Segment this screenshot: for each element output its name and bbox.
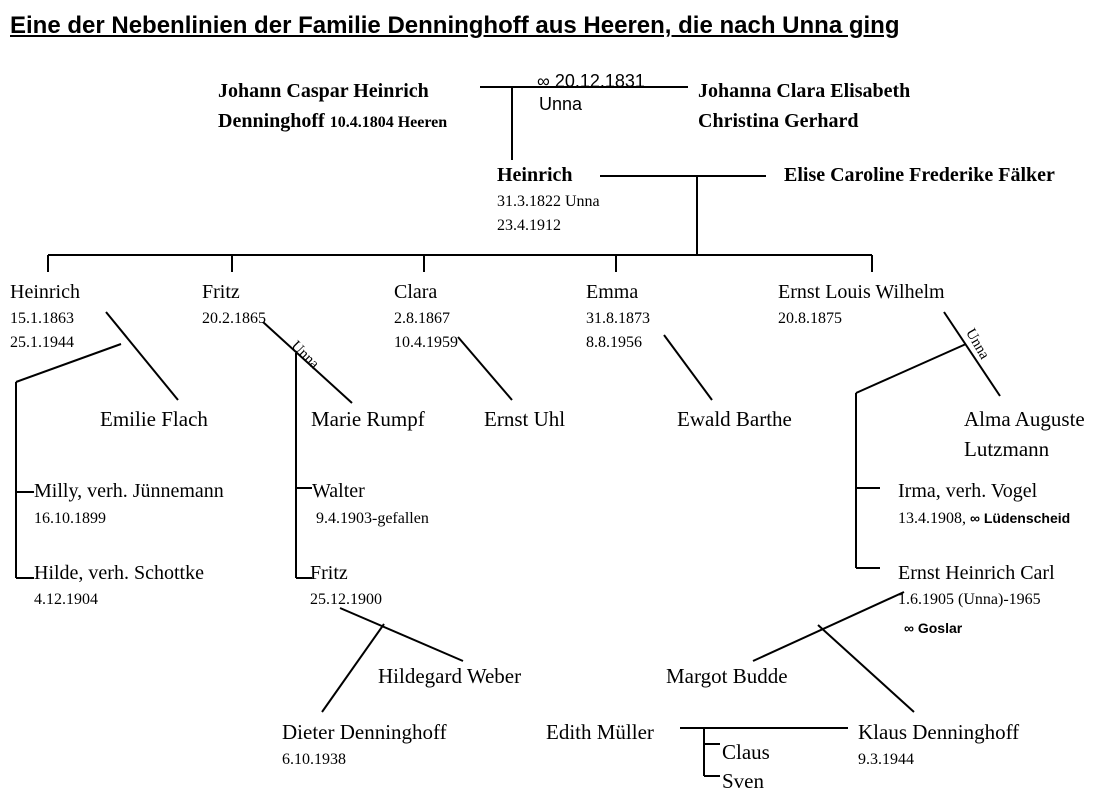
grandchild-name: Ernst Heinrich Carl [898, 562, 1055, 584]
child-date: 15.1.1863 [10, 310, 74, 327]
grandchild-date: 13.4.1908, ∞ Lüdenscheid [898, 510, 1071, 527]
great-grandchild-date: 9.3.1944 [858, 751, 914, 768]
emma-marriage-line [663, 334, 713, 401]
gen1-husband-birth: 10.4.1804 Heeren [329, 114, 448, 131]
child-date: 31.8.1873 [586, 310, 650, 327]
grandchild-date: 25.12.1900 [310, 591, 382, 608]
gen1-marriage-date: ∞ 20.12.1831 [537, 71, 645, 91]
gen1-wife-name-line1: Johanna Clara Elisabeth [698, 80, 911, 102]
gen1-husband-name-line2: Denninghoff 10.4.1804 Heeren [218, 110, 448, 132]
grandchild-name: Fritz [310, 562, 348, 584]
child-date: 10.4.1959 [394, 334, 458, 351]
grandchild-name: Milly, verh. Jünnemann [34, 480, 224, 502]
heinrich-marriage-line [105, 311, 179, 401]
child-name: Emma [586, 281, 639, 303]
grandchild-date: 4.12.1904 [34, 591, 98, 608]
great-great-grandchild: Claus [722, 740, 770, 764]
child-spouse: Ernst Uhl [484, 407, 566, 431]
great-grandchild-date: 6.10.1938 [282, 751, 346, 768]
child-spouse: Ewald Barthe [677, 407, 792, 431]
gen2-death: 23.4.1912 [497, 217, 561, 234]
grandchild-spouse: Margot Budde [666, 664, 788, 688]
great-grandchild-spouse: Edith Müller [546, 720, 654, 744]
grandchild-name: Irma, verh. Vogel [898, 480, 1038, 502]
grandchild-marriage: ∞ Goslar [904, 620, 963, 636]
child-name: Fritz [202, 281, 240, 303]
child-name: Heinrich [10, 281, 80, 303]
gen1-husband-name-line1: Johann Caspar Heinrich [218, 80, 429, 102]
child-date: 20.8.1875 [778, 310, 842, 327]
child-date: 20.2.1865 [202, 310, 266, 327]
child-spouse-line1: Alma Auguste [964, 407, 1085, 431]
child-date: 2.8.1867 [394, 310, 450, 327]
child-spouse: Marie Rumpf [311, 407, 425, 431]
child-spouse-line2: Lutzmann [964, 437, 1050, 461]
grandchild-spouse: Hildegard Weber [378, 664, 522, 688]
page-title: Eine der Nebenlinien der Familie Denning… [10, 12, 900, 39]
child-date: 8.8.1956 [586, 334, 642, 351]
grandchild-date: 9.4.1903-gefallen [316, 510, 429, 527]
clara-marriage-line [457, 336, 513, 401]
gen2-name: Heinrich [497, 164, 573, 186]
gen2-spouse: Elise Caroline Frederike Fälker [784, 164, 1055, 186]
great-great-grandchild: Sven [722, 769, 764, 793]
great-grandchild-name: Dieter Denninghoff [282, 720, 447, 744]
child-date: 25.1.1944 [10, 334, 74, 351]
fritz-marriage-line [262, 321, 353, 404]
child-name: Ernst Louis Wilhelm [778, 281, 945, 303]
ernst-marriage-line [943, 311, 1001, 397]
gen2-birth: 31.3.1822 Unna [497, 193, 600, 210]
great-grandchild-name: Klaus Denninghoff [858, 720, 1020, 744]
gen1-wife-name-line2: Christina Gerhard [698, 110, 859, 132]
grandchild-date: 16.10.1899 [34, 510, 106, 527]
grandchild-date: 1.6.1905 (Unna)-1965 [898, 591, 1041, 608]
child-spouse: Emilie Flach [100, 407, 208, 431]
grandchild-name: Hilde, verh. Schottke [34, 562, 204, 584]
child-name: Clara [394, 281, 438, 303]
grandchild-marriage: ∞ Lüdenscheid [970, 510, 1071, 526]
gen1-marriage-place: Unna [539, 94, 583, 114]
grandchild-name: Walter [312, 480, 365, 502]
